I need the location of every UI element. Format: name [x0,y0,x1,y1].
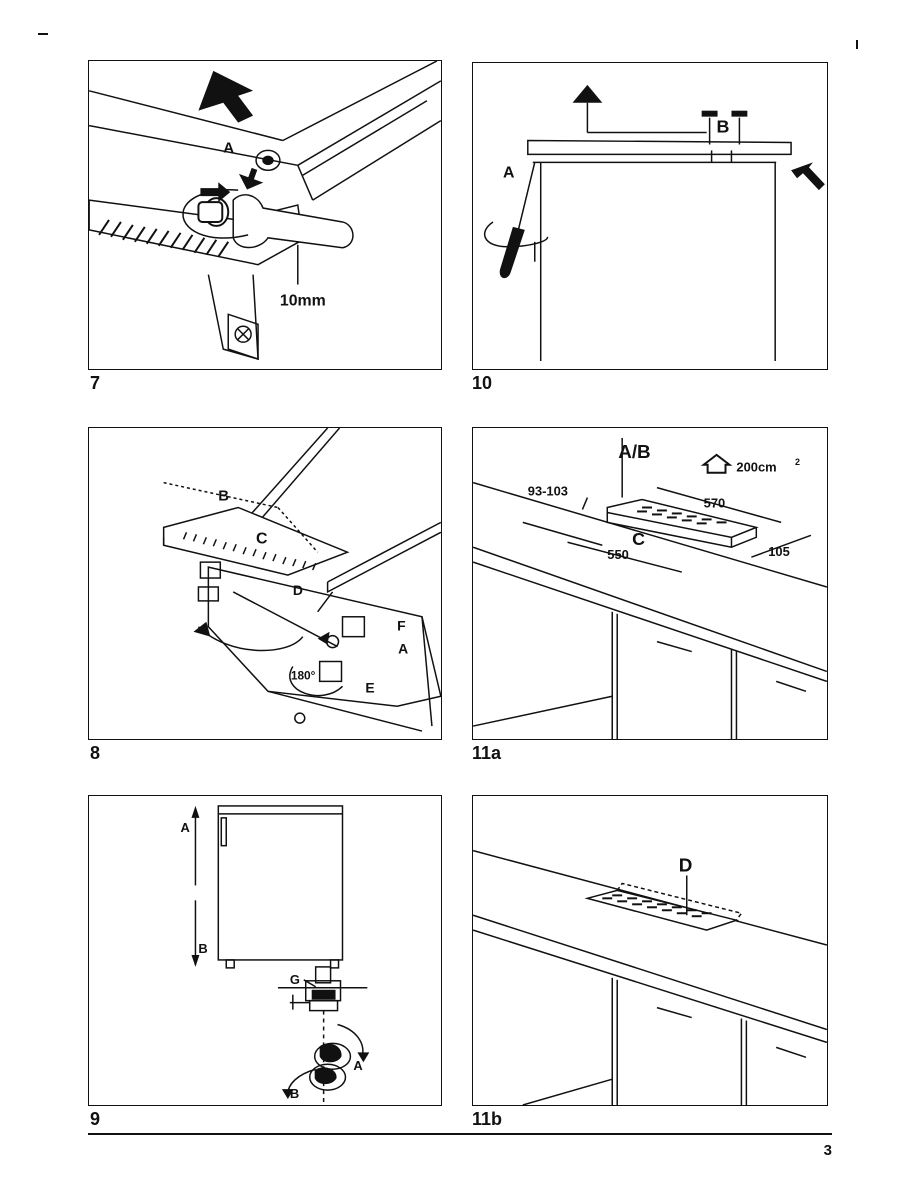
figure-11b-panel: D [472,795,828,1106]
fig9-label-a2: A [353,1058,362,1073]
figure-9-drawing: A B G A B [181,805,370,1105]
figure-8-panel: B C D F A 180° E [88,427,442,740]
figure-11a-drawing: A/B 200cm 2 93-103 570 C 550 105 [473,437,827,739]
figure-10-number: 10 [472,373,493,393]
figure-11a-number: 11a [472,743,502,763]
fig10-label-a: A [503,164,515,181]
figure-11a-panel: A/B 200cm 2 93-103 570 C 550 105 [472,427,828,740]
fig8-label-e: E [365,679,374,695]
corner-mark-left [38,33,48,35]
page-number: 3 [823,1142,832,1159]
fig8-label-d: D [293,582,303,598]
figure-7-panel: A 10mm [88,60,442,370]
fig11a-label-105: 105 [768,544,790,559]
fig11a-label-area-exp: 2 [795,457,800,467]
fig7-label-a: A [223,140,234,156]
figure-9-panel: A B G A B [88,795,442,1106]
figure-8-number: 8 [90,743,101,763]
fig11a-label-93-103: 93-103 [528,484,568,499]
fig11a-label-ab: A/B [618,441,650,462]
fig8-label-c: C [256,530,268,547]
footer-rule [88,1133,832,1135]
fig8-label-a: A [398,641,408,657]
figure-9-number: 9 [90,1109,101,1129]
fig9-label-g: G [290,972,300,987]
fig7-label-wrench-size: 10mm [280,292,326,309]
fig9-label-a: A [181,820,190,835]
fig8-label-b: B [218,489,229,505]
figure-11b-number: 11b [472,1109,503,1129]
figure-7-number: 7 [90,373,101,393]
fig8-label-f: F [397,618,406,634]
fig10-label-b: B [717,117,730,137]
figure-11b-drawing: D [473,849,827,1105]
fig9-label-b: B [198,941,207,956]
figure-10-drawing: A B [483,84,825,362]
fig11a-label-area: 200cm [736,460,776,475]
fig9-label-b2: B [290,1086,299,1101]
fig11a-label-570: 570 [704,495,726,510]
fig11a-label-c: C [632,529,645,549]
fig11a-label-550: 550 [607,547,629,562]
fig8-label-angle: 180° [291,668,316,682]
figure-10-panel: A B [472,62,828,370]
fig11b-label-d: D [679,855,693,876]
figure-8-drawing: B C D F A 180° E [162,428,441,732]
corner-mark-right [856,40,858,49]
figure-7-drawing: A 10mm [89,61,441,361]
